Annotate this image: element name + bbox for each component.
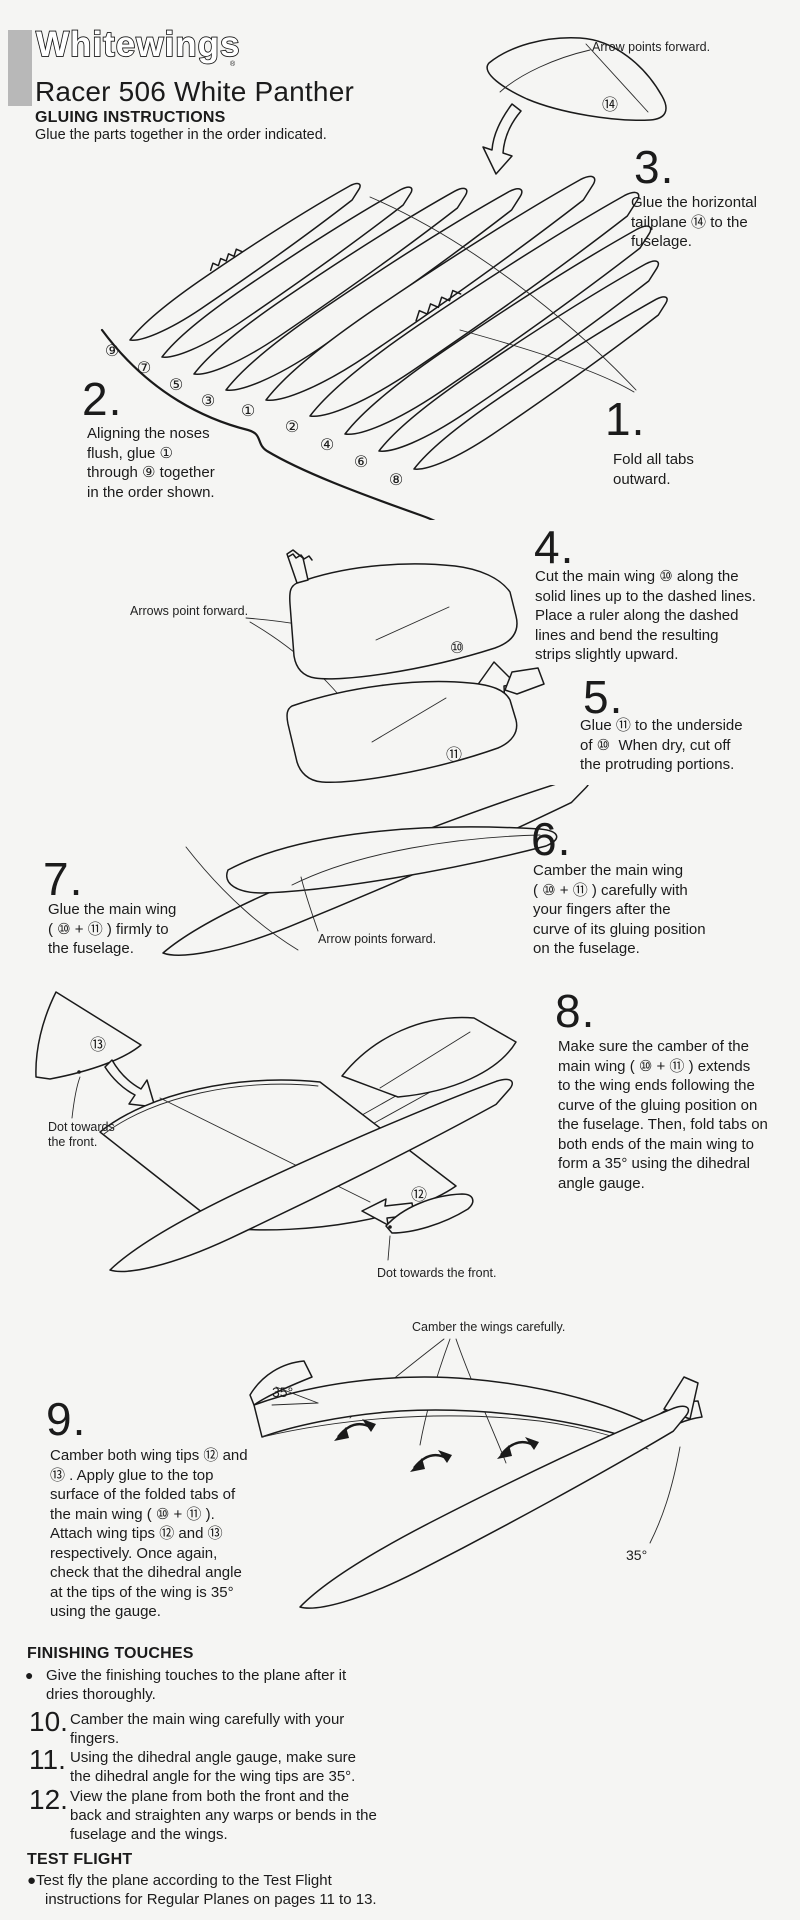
left-arrow-icon xyxy=(361,1198,415,1226)
step-4-number: 4. xyxy=(534,521,575,573)
step-9-number: 9. xyxy=(46,1393,87,1445)
step-8-text: Make sure the camber of the main wing ( … xyxy=(558,1038,768,1192)
leader-line xyxy=(649,1446,681,1544)
annotation-arrow-forward-tail: Arrow points forward. xyxy=(592,40,711,54)
camber-arrow-icon xyxy=(410,1450,452,1472)
step-8-number: 8. xyxy=(555,985,596,1037)
annotation-arrow-forward-wing: Arrow points forward. xyxy=(318,932,437,946)
angle-line xyxy=(271,1402,319,1406)
step-5-number: 5. xyxy=(583,671,624,723)
test-flight-note: ●Test fly the plane according to the Tes… xyxy=(27,1872,377,1908)
up-arrow-icon xyxy=(473,661,517,729)
fan-label-6: ⑥ xyxy=(353,454,369,471)
finishing-item-11-number: 11. xyxy=(29,1744,66,1775)
fan-label-1: ① xyxy=(240,403,256,420)
leader-line xyxy=(419,1338,451,1446)
leader-line xyxy=(459,329,635,393)
finishing-item-11-text: Using the dihedral angle gauge, make sur… xyxy=(70,1749,357,1785)
step-7-text: Glue the main wing ( ⑩ + ⑪ ) firmly to t… xyxy=(48,901,177,957)
curved-arrow-icon xyxy=(482,103,522,175)
part-label-14: ⑭ xyxy=(601,97,619,114)
finishing-note: Give the finishing touches to the plane … xyxy=(46,1667,347,1703)
wing-10-shape xyxy=(286,549,518,680)
step-1-text: Fold all tabs outward. xyxy=(613,451,694,488)
finishing-item-12-number: 12. xyxy=(29,1784,68,1815)
plane-assembly xyxy=(99,1016,517,1286)
finishing-item-10-text: Camber the main wing carefully with your… xyxy=(70,1711,345,1747)
fan-label-7: ⑦ xyxy=(136,360,152,377)
bullet-icon: ● xyxy=(25,1667,34,1683)
accent-bar xyxy=(8,30,32,106)
step-6-text: Camber the main wing ( ⑩ + ⑪ ) carefully… xyxy=(533,862,706,957)
wing-11-shape xyxy=(286,667,545,783)
annotation-arrows-forward: Arrows point forward. xyxy=(130,604,249,618)
leader-line xyxy=(349,1338,445,1419)
part-label-10: ⑩ xyxy=(449,640,465,657)
fan-label-3: ③ xyxy=(200,393,216,410)
wing-tip-12-shape xyxy=(385,1193,474,1234)
step-2-text: Aligning the noses flush, glue ① through… xyxy=(87,425,215,501)
angle-label-right: 35° xyxy=(626,1547,648,1563)
step-6-number: 6. xyxy=(531,813,572,865)
wing-tip-13-shape xyxy=(35,991,142,1080)
fan-label-5: ⑤ xyxy=(168,377,184,394)
step-1-number: 1. xyxy=(605,393,646,445)
part-label-11: ⑪ xyxy=(445,747,463,764)
finishing-item-12-text: View the plane from both the front and t… xyxy=(70,1788,377,1843)
finishing-heading: FINISHING TOUCHES xyxy=(27,1645,194,1662)
annotation-dot-front-left: Dot towards the front. xyxy=(48,1120,115,1149)
gluing-intro: Glue the parts together in the order ind… xyxy=(35,127,327,143)
angle-label-left: 35° xyxy=(272,1384,294,1400)
step-5-text: Glue ⑪ to the underside of ⑩ When dry, c… xyxy=(580,717,743,773)
down-right-arrow-icon xyxy=(104,1059,156,1108)
fan-label-4: ④ xyxy=(319,437,335,454)
part-label-12: ⑫ xyxy=(410,1187,428,1204)
fan-label-2: ② xyxy=(284,419,300,436)
part-label-13: ⑬ xyxy=(89,1037,107,1054)
leader-line xyxy=(387,1235,391,1261)
test-flight-heading: TEST FLIGHT xyxy=(27,1851,133,1868)
annotation-camber-wings: Camber the wings carefully. xyxy=(412,1320,566,1334)
registered-mark: ® xyxy=(230,60,236,68)
step-3-number: 3. xyxy=(634,141,675,193)
leader-line xyxy=(249,621,373,741)
leader-line xyxy=(499,49,591,93)
main-wing-shape xyxy=(226,826,558,894)
annotation-dot-front-right: Dot towards the front. xyxy=(377,1266,497,1280)
leader-line xyxy=(369,196,637,391)
page-title: Racer 506 White Panther xyxy=(35,76,354,107)
step-2-number: 2. xyxy=(82,373,123,425)
fan-label-8: ⑧ xyxy=(388,472,404,489)
leader-line xyxy=(300,876,319,932)
gluing-heading: GLUING INSTRUCTIONS xyxy=(35,109,226,126)
plane-assembly xyxy=(249,1360,703,1622)
brand-logo-text: Whitewings xyxy=(36,25,240,64)
camber-arrow-icon xyxy=(497,1437,539,1459)
fan-label-9: ⑨ xyxy=(104,343,120,360)
leader-line xyxy=(71,1076,81,1119)
step-9-text: Camber both wing tips ⑫ and ⑬ . Apply gl… xyxy=(50,1447,248,1620)
leader-line xyxy=(455,1338,507,1464)
step-4-text: Cut the main wing ⑩ along the solid line… xyxy=(535,568,756,663)
leader-line xyxy=(245,617,375,642)
step-3-text: Glue the horizontal tailplane ⑭ to the f… xyxy=(631,194,757,250)
step-7-number: 7. xyxy=(43,853,84,905)
finishing-item-10-number: 10. xyxy=(29,1706,68,1737)
brand-logo: Whitewings ® xyxy=(35,24,240,68)
camber-arrow-icon xyxy=(334,1419,376,1441)
